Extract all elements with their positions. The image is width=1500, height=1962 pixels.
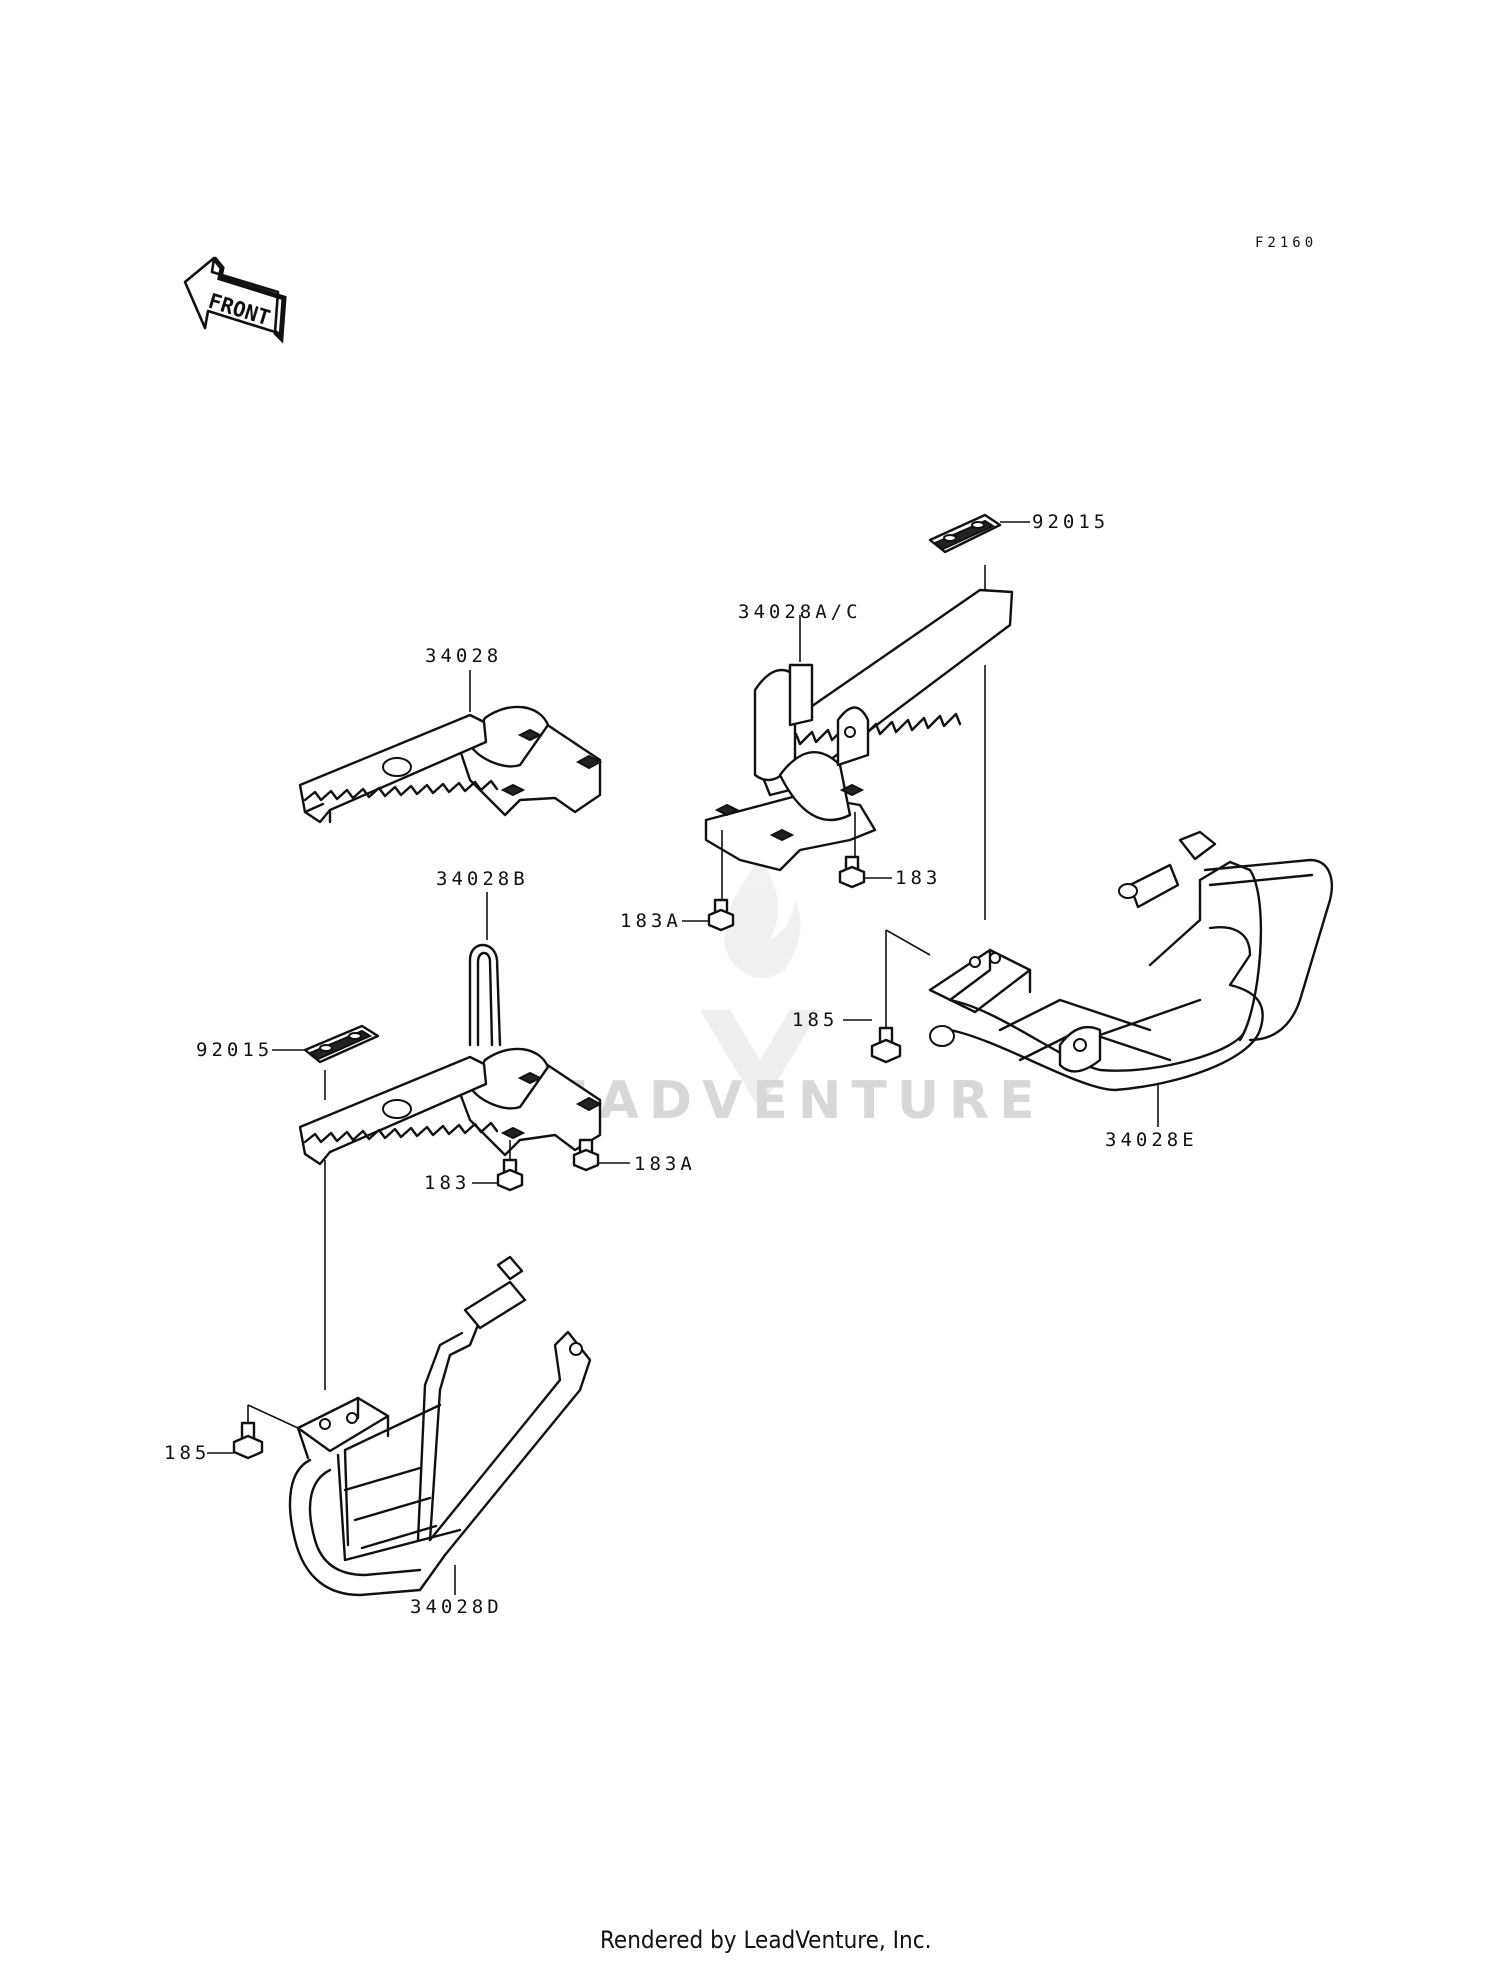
label-34028b: 34028B — [436, 868, 529, 890]
bolt-185-mid — [870, 1026, 902, 1064]
bolt-183-left — [496, 1158, 524, 1192]
bolt-183-right — [838, 855, 866, 889]
label-92015-left: 92015 — [196, 1039, 273, 1061]
pad-92015-top — [928, 513, 1002, 554]
front-arrow-icon: FRONT — [183, 256, 287, 344]
label-34028e: 34028E — [1105, 1129, 1198, 1151]
guard-34028d — [288, 1255, 592, 1597]
leader-lines — [207, 521, 1159, 1595]
label-185-mid: 185 — [792, 1009, 838, 1031]
label-183a-mid: 183A — [620, 910, 682, 932]
bolt-183a-left — [572, 1138, 600, 1172]
bolt-183a-mid — [707, 898, 735, 932]
label-183-left: 183 — [424, 1172, 470, 1194]
footpeg-34028ac — [704, 588, 1014, 872]
guard-34028e — [928, 830, 1333, 1092]
label-34028ac: 34028A/C — [738, 601, 862, 623]
label-34028: 34028 — [425, 645, 502, 667]
bolt-185-bottom — [232, 1421, 264, 1460]
diagram-code: F2160 — [1255, 235, 1317, 251]
footpeg-34028b — [298, 943, 603, 1166]
label-185-bottom: 185 — [164, 1442, 210, 1464]
pad-92015-left — [303, 1024, 380, 1064]
label-34028d: 34028D — [410, 1596, 503, 1618]
footpeg-34028 — [298, 705, 603, 824]
label-183a-left: 183A — [634, 1153, 696, 1175]
label-92015-top: 92015 — [1032, 511, 1109, 533]
label-183-right: 183 — [895, 867, 941, 889]
watermark-logo-icon — [700, 860, 820, 1110]
footer-credit: Rendered by LeadVenture, Inc. — [600, 1926, 931, 1954]
